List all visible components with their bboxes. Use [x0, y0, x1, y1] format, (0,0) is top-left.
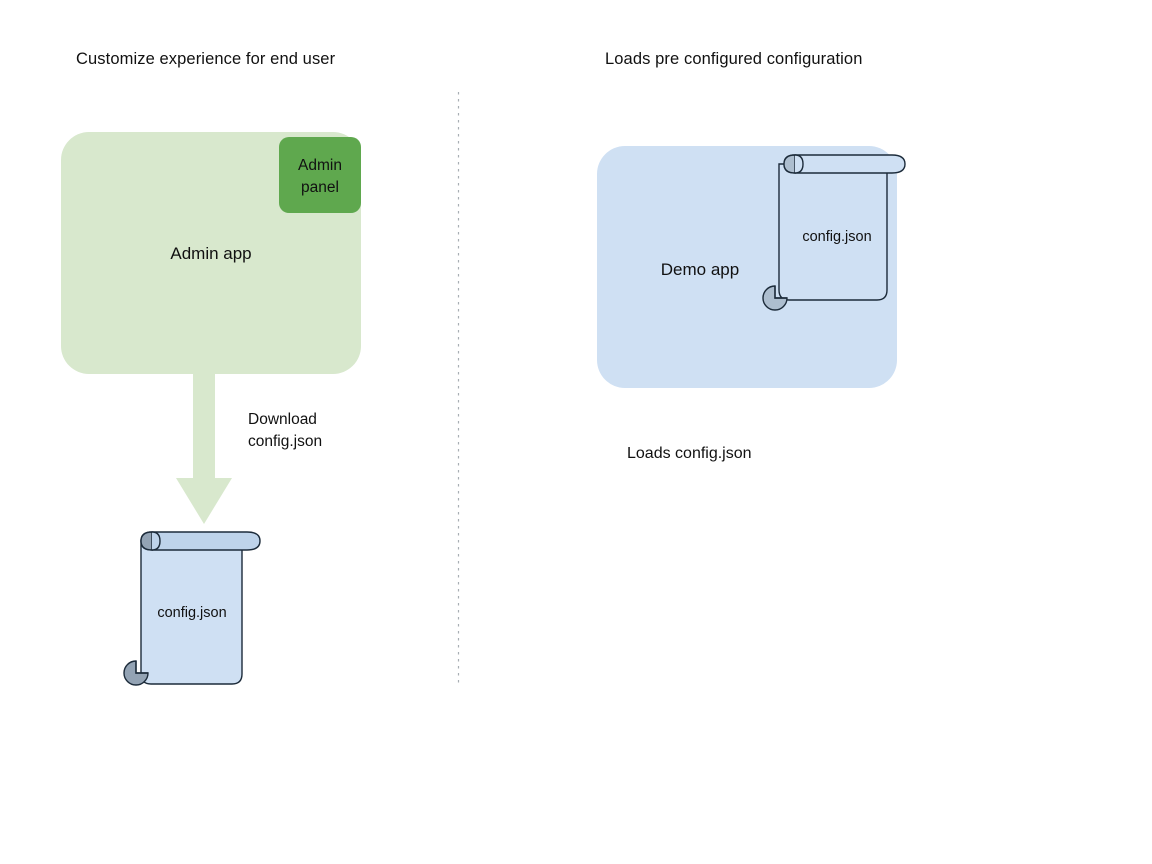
- right-config-document: [762, 154, 906, 311]
- admin-panel-box: [279, 137, 361, 213]
- right-config-document-label: config.json: [802, 229, 872, 245]
- loads-config-caption: Loads config.json: [627, 445, 752, 462]
- download-arrow-label-line1: Download: [248, 411, 317, 428]
- download-arrow-label: Download config.json: [248, 409, 322, 454]
- download-arrow: [176, 360, 232, 524]
- admin-app-label: Admin app: [170, 244, 252, 263]
- admin-panel-label: Admin panel: [279, 155, 361, 199]
- demo-app-label: Demo app: [660, 260, 740, 279]
- admin-panel-label-line2: panel: [301, 179, 339, 196]
- right-section-title: Loads pre configured configuration: [605, 50, 863, 68]
- admin-panel-label-line1: Admin: [298, 157, 342, 174]
- download-arrow-label-line2: config.json: [248, 433, 323, 451]
- left-section-title: Customize experience for end user: [76, 50, 336, 68]
- left-config-document-label: config.json: [157, 605, 227, 621]
- left-config-document: [123, 531, 261, 686]
